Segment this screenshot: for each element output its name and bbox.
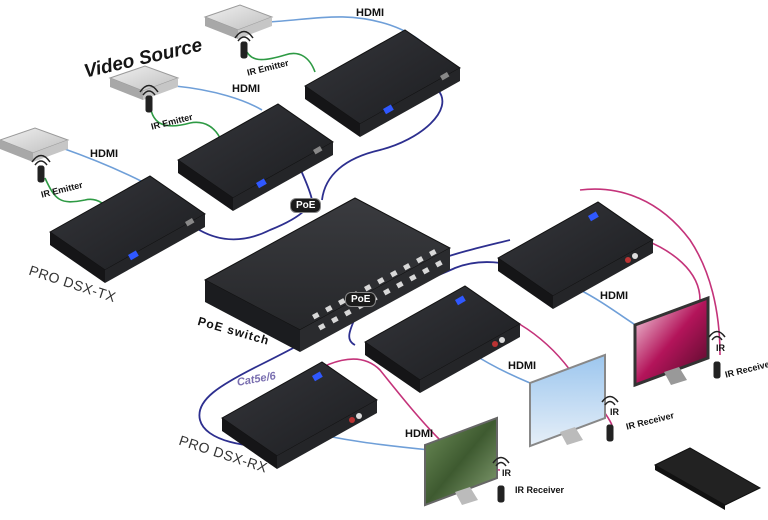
ir-cable-3 <box>244 47 316 73</box>
ir-emitter-icon <box>234 30 254 59</box>
tx-unit-2 <box>177 103 334 211</box>
cat-cable-tx-3 <box>321 89 444 201</box>
tx-unit-3 <box>304 29 461 137</box>
video-source-3 <box>203 4 274 39</box>
hdmi-label: HDMI <box>508 360 537 372</box>
ir-receiver-icon <box>492 456 510 503</box>
ir-receiver-label: IR Receiver <box>515 485 565 495</box>
poe-switch <box>203 197 452 352</box>
ir-label: IR <box>502 468 511 478</box>
ir-cable-2 <box>149 99 221 139</box>
hdmi-label: HDMI <box>405 428 434 440</box>
rx-unit-1 <box>221 361 378 469</box>
hdmi-label: HDMI <box>232 83 261 95</box>
ir-emitter-icon <box>139 84 159 113</box>
ir-receiver-icon <box>708 330 726 379</box>
ir-receiver-icon <box>601 395 619 442</box>
tx-unit-1 <box>49 175 206 283</box>
poe-badge: PoE <box>290 198 322 213</box>
ir-emitter-icon <box>31 154 51 183</box>
ir-label: IR <box>610 407 619 417</box>
display-2 <box>529 353 606 448</box>
video-source-1 <box>0 127 70 162</box>
cat-cable-tx-2 <box>299 167 313 201</box>
remote-control <box>653 447 762 510</box>
cat-cable-tx-1 <box>195 209 306 241</box>
display-3 <box>633 295 710 388</box>
display-1 <box>424 416 498 507</box>
hdmi-label: HDMI <box>90 148 119 160</box>
hdmi-cable-source-2 <box>174 85 263 111</box>
hdmi-label: HDMI <box>600 290 629 302</box>
poe-badge: PoE <box>345 292 377 307</box>
rx-out-cable-4 <box>644 239 701 301</box>
ir-label: IR <box>716 343 725 353</box>
rx-unit-3 <box>497 201 654 309</box>
video-source-2 <box>108 65 180 100</box>
hdmi-label: HDMI <box>356 7 385 19</box>
rx-out-cable-3 <box>579 188 721 356</box>
rx-unit-2 <box>364 285 521 393</box>
